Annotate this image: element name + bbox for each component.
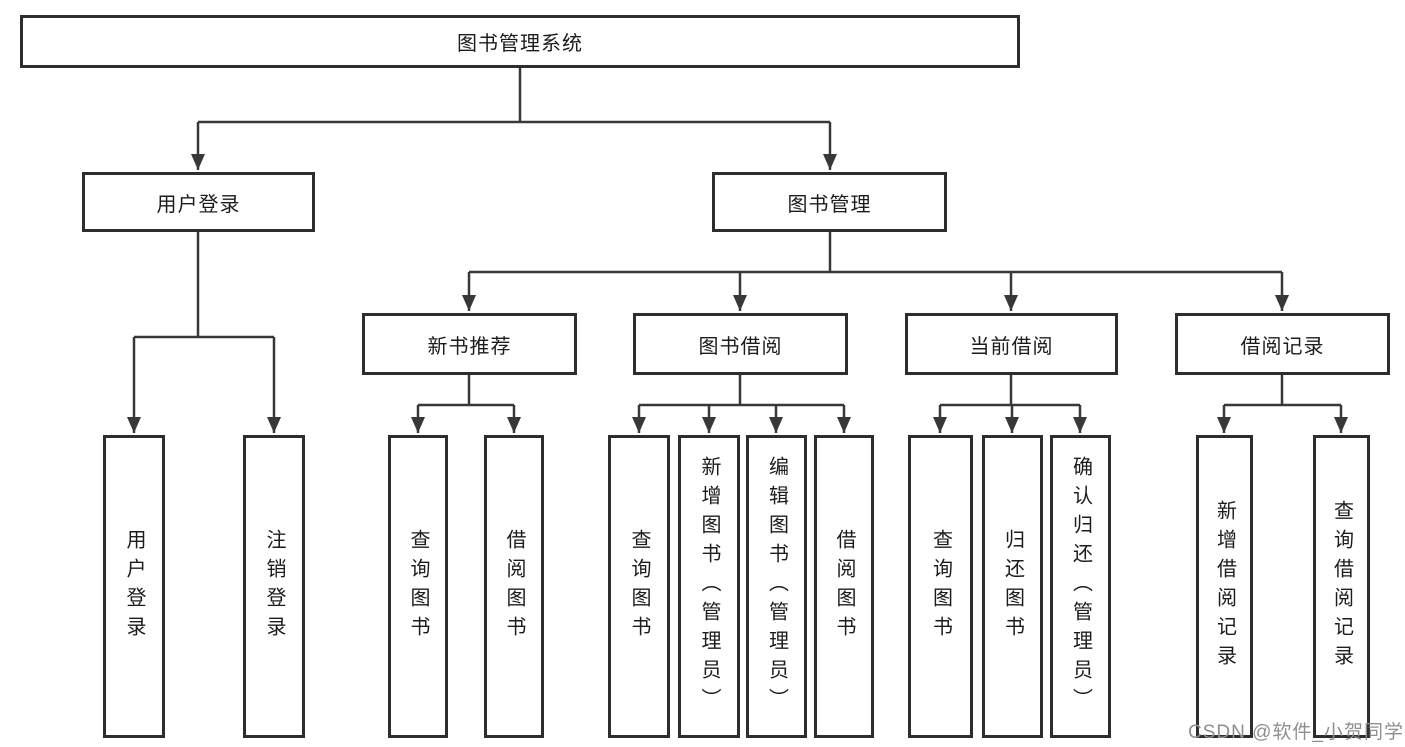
node-borrowing-records: 借阅记录	[1175, 313, 1390, 375]
leaf-user-login: 用户登录	[103, 435, 165, 738]
leaf-bb-edit-books-admin: 编辑图书（管理员）	[746, 435, 807, 738]
leaf-bb-borrow-books: 借阅图书	[814, 435, 874, 738]
node-user-login: 用户登录	[82, 172, 315, 232]
leaf-bb-borrow-books-label: 借阅图书	[833, 528, 855, 645]
node-root-library-system: 图书管理系统	[20, 15, 1020, 68]
leaf-bb-query-books: 查询图书	[608, 435, 670, 738]
leaf-user-login-label: 用户登录	[123, 528, 145, 645]
leaf-cb-query-books: 查询图书	[908, 435, 973, 738]
node-book-borrowing: 图书借阅	[633, 313, 848, 375]
leaf-cb-confirm-return-admin: 确认归还（管理员）	[1050, 435, 1111, 738]
leaf-nbr-borrow-books-label: 借阅图书	[503, 528, 525, 645]
leaf-br-add-record-label: 新增借阅记录	[1213, 499, 1236, 674]
leaf-br-query-record-label: 查询借阅记录	[1330, 499, 1353, 674]
leaf-br-add-record: 新增借阅记录	[1196, 435, 1253, 738]
leaf-nbr-query-books: 查询图书	[388, 435, 448, 738]
leaf-cb-confirm-return-admin-label: 确认归还（管理员）	[1069, 456, 1092, 717]
csdn-watermark: CSDN @软件_小贺同学	[1188, 722, 1404, 743]
leaf-bb-query-books-label: 查询图书	[628, 528, 650, 645]
leaf-bb-add-books-admin: 新增图书（管理员）	[678, 435, 740, 738]
leaf-cb-return-books: 归还图书	[982, 435, 1043, 738]
node-new-book-recommend: 新书推荐	[362, 313, 577, 375]
leaf-logout: 注销登录	[243, 435, 305, 738]
node-current-borrowing: 当前借阅	[905, 313, 1118, 375]
leaf-bb-edit-books-admin-label: 编辑图书（管理员）	[765, 456, 788, 717]
leaf-nbr-query-books-label: 查询图书	[407, 528, 429, 645]
node-book-management: 图书管理	[712, 172, 947, 232]
leaf-cb-query-books-label: 查询图书	[929, 528, 952, 645]
leaf-nbr-borrow-books: 借阅图书	[484, 435, 544, 738]
leaf-cb-return-books-label: 归还图书	[1001, 528, 1024, 645]
leaf-br-query-record: 查询借阅记录	[1313, 435, 1370, 738]
leaf-bb-add-books-admin-label: 新增图书（管理员）	[698, 456, 720, 717]
leaf-logout-label: 注销登录	[263, 528, 285, 645]
